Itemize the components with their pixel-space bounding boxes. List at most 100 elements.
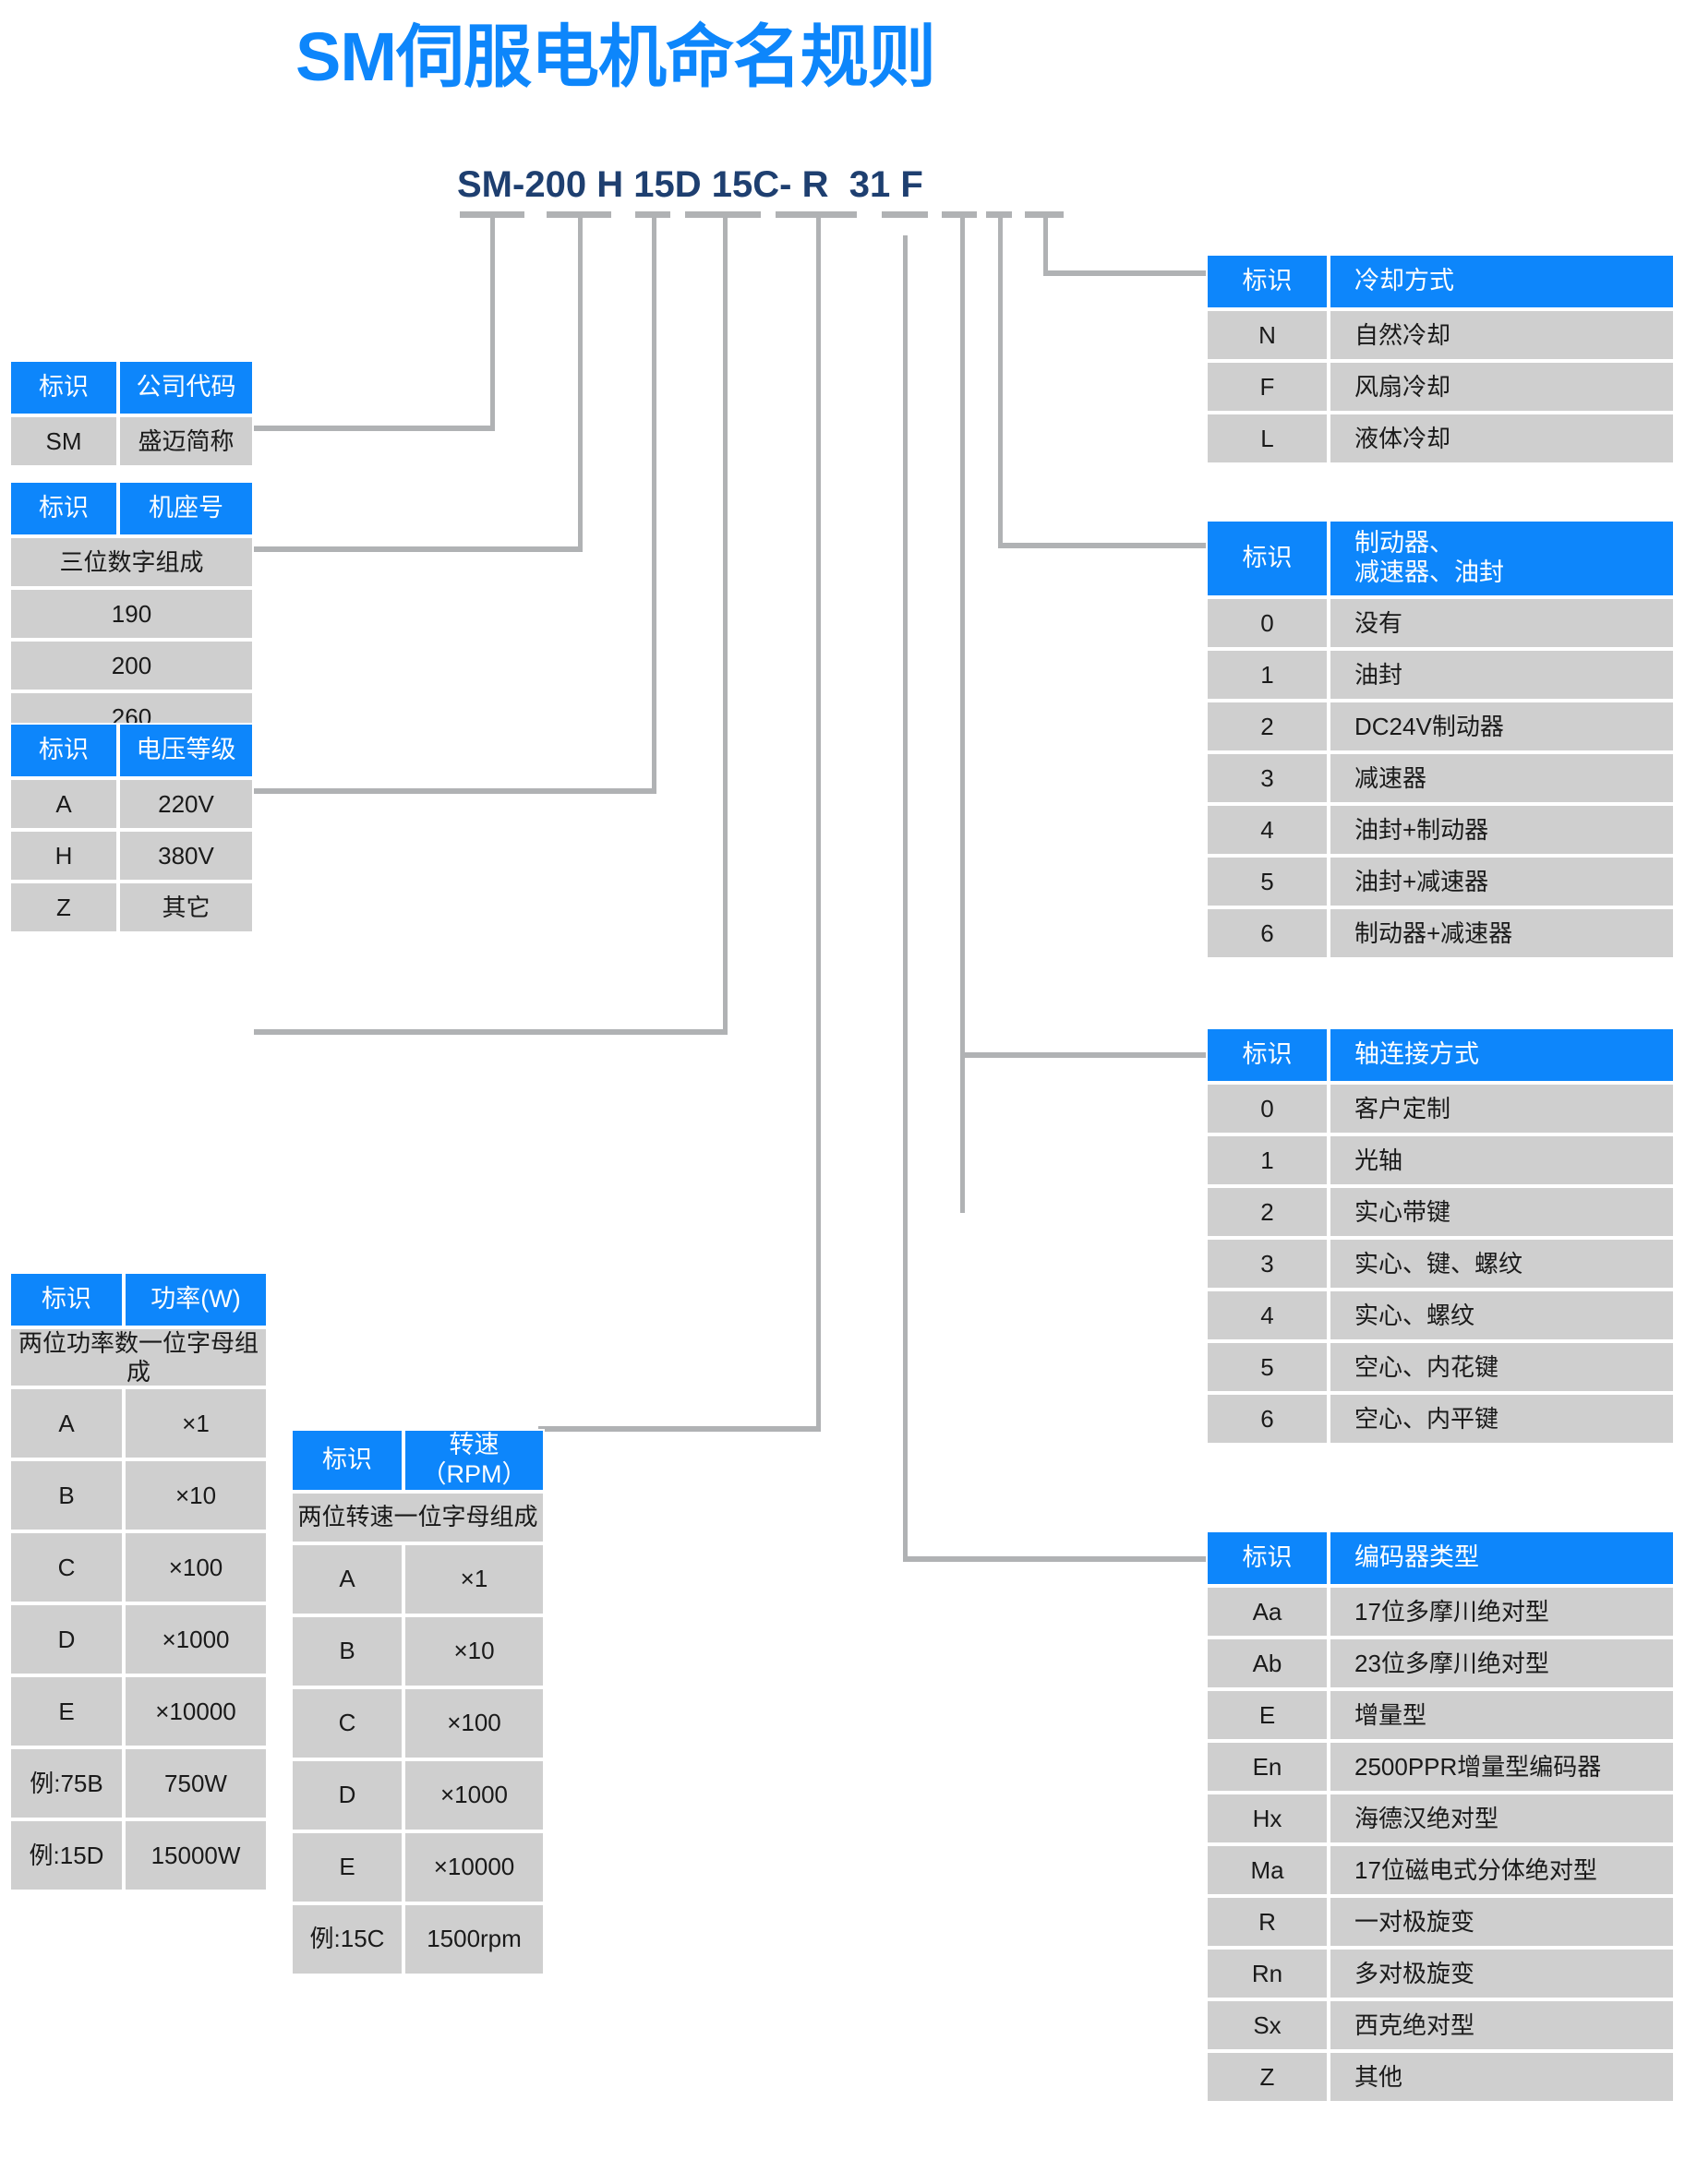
leader-drop-speed [816,211,821,1430]
leader-run-encoder [903,1556,1206,1562]
table-row: En 2500PPR增量型编码器 [1206,1741,1675,1793]
cooling-id-l: L [1206,413,1329,464]
encoder-value-hx: 海德汉绝对型 [1329,1793,1675,1844]
leader-run-frame [254,546,583,552]
table-row: 6 空心、内平键 [1206,1393,1675,1445]
encoder-id-aa: Aa [1206,1586,1329,1638]
cooling-header-id: 标识 [1206,254,1329,309]
power-value-a: ×1 [124,1387,268,1460]
power-id-c: C [9,1531,124,1604]
brake-header-line1: 制动器、 [1354,529,1454,558]
brake-value-6: 制动器+减速器 [1329,907,1675,959]
brake-value-5: 油封+减速器 [1329,856,1675,907]
table-row: H 380V [9,830,254,882]
table-row: 0 没有 [1206,597,1675,649]
encoder-value-aa: 17位多摩川绝对型 [1329,1586,1675,1638]
encoder-id-hx: Hx [1206,1793,1329,1844]
shaft-id-4: 4 [1206,1290,1329,1341]
voltage-value-z: 其它 [118,882,254,933]
company-header-id: 标识 [9,360,118,415]
power-example-15d-value: 15000W [124,1819,268,1892]
shaft-id-1: 1 [1206,1134,1329,1186]
encoder-value-r: 一对极旋变 [1329,1896,1675,1948]
voltage-id-z: Z [9,882,118,933]
leader-drop-cooling [1043,211,1048,270]
voltage-id-h: H [9,830,118,882]
power-example-15d-id: 例:15D [9,1819,124,1892]
company-code-value: 盛迈简称 [118,415,254,467]
voltage-value-a: 220V [118,778,254,830]
table-row: 2 DC24V制动器 [1206,701,1675,752]
table-row: Aa 17位多摩川绝对型 [1206,1586,1675,1638]
table-row: L 液体冷却 [1206,413,1675,464]
table-row: Ab 23位多摩川绝对型 [1206,1638,1675,1689]
table-row: 190 [9,588,254,640]
speed-id-b: B [291,1614,403,1687]
table-row: 5 空心、内花键 [1206,1341,1675,1393]
encoder-id-r: R [1206,1896,1329,1948]
voltage-value-h: 380V [118,830,254,882]
encoder-value-e: 增量型 [1329,1689,1675,1741]
encoder-id-sx: Sx [1206,1999,1329,2051]
shaft-id-3: 3 [1206,1238,1329,1290]
model-code-token-8: F [900,164,923,205]
table-row: 例:75B 750W [9,1747,268,1820]
table-row: A ×1 [9,1387,268,1460]
shaft-value-1: 光轴 [1329,1134,1675,1186]
table-row: 3 减速器 [1206,752,1675,804]
model-code: SM-200 H 15D 15C- R 31 F [457,164,923,206]
speed-note: 两位转速一位字母组成 [291,1491,545,1543]
table-row: 1 光轴 [1206,1134,1675,1186]
table-row: D ×1000 [291,1758,545,1831]
brake-header-line2: 减速器、油封 [1354,558,1504,586]
leader-drop-voltage [652,211,656,792]
encoder-value-en: 2500PPR增量型编码器 [1329,1741,1675,1793]
model-code-token-3: 15D [633,164,702,205]
table-row: 6 制动器+减速器 [1206,907,1675,959]
leader-run-brake [998,543,1206,548]
power-value-b: ×10 [124,1459,268,1532]
table-row: E ×10000 [9,1675,268,1748]
cooling-id-f: F [1206,361,1329,413]
table-row: 3 实心、键、螺纹 [1206,1238,1675,1290]
cooling-header-name: 冷却方式 [1329,254,1675,309]
encoder-value-sx: 西克绝对型 [1329,1999,1675,2051]
table-row: SM 盛迈简称 [9,415,254,467]
page-title: SM伺服电机命名规则 [295,18,936,95]
encoder-id-en: En [1206,1741,1329,1793]
power-note: 两位功率数一位字母组成 [9,1327,268,1388]
table-row: E 增量型 [1206,1689,1675,1741]
cooling-value-l: 液体冷却 [1329,413,1675,464]
encoder-id-rn: Rn [1206,1948,1329,1999]
table-row: B ×10 [291,1614,545,1687]
table-row: C ×100 [9,1531,268,1604]
model-code-token-1: 200 [524,164,587,205]
power-id-e: E [9,1675,124,1748]
table-row: Sx 西克绝对型 [1206,1999,1675,2051]
leader-underline-r [882,211,928,218]
table-row: A 220V [9,778,254,830]
power-header-id: 标识 [9,1272,124,1327]
speed-value-a: ×1 [403,1542,545,1615]
brake-id-1: 1 [1206,649,1329,701]
brake-value-3: 减速器 [1329,752,1675,804]
table-row: Z 其他 [1206,2051,1675,2103]
table-row: A ×1 [291,1542,545,1615]
table-row: 两位功率数一位字母组成 [9,1327,268,1388]
frame-header-id: 标识 [9,481,118,536]
company-code-id: SM [9,415,118,467]
table-row: 两位转速一位字母组成 [291,1491,545,1543]
shaft-value-0: 客户定制 [1329,1083,1675,1134]
table-row: 5 油封+减速器 [1206,856,1675,907]
leader-run-speed [538,1426,821,1432]
encoder-id-ab: Ab [1206,1638,1329,1689]
table-cooling-method: 标识 冷却方式 N 自然冷却 F 风扇冷却 L 液体冷却 [1206,254,1675,464]
leader-underline-3 [942,211,977,218]
model-code-token-0: SM- [457,164,525,205]
shaft-id-6: 6 [1206,1393,1329,1445]
leader-drop-encoder [903,235,908,1560]
table-brake-reducer-oilseal: 标识 制动器、 减速器、油封 0 没有 1 油封 2 DC24V制动器 3 [1206,520,1675,959]
power-value-d: ×1000 [124,1603,268,1676]
frame-header-name: 机座号 [118,481,254,536]
